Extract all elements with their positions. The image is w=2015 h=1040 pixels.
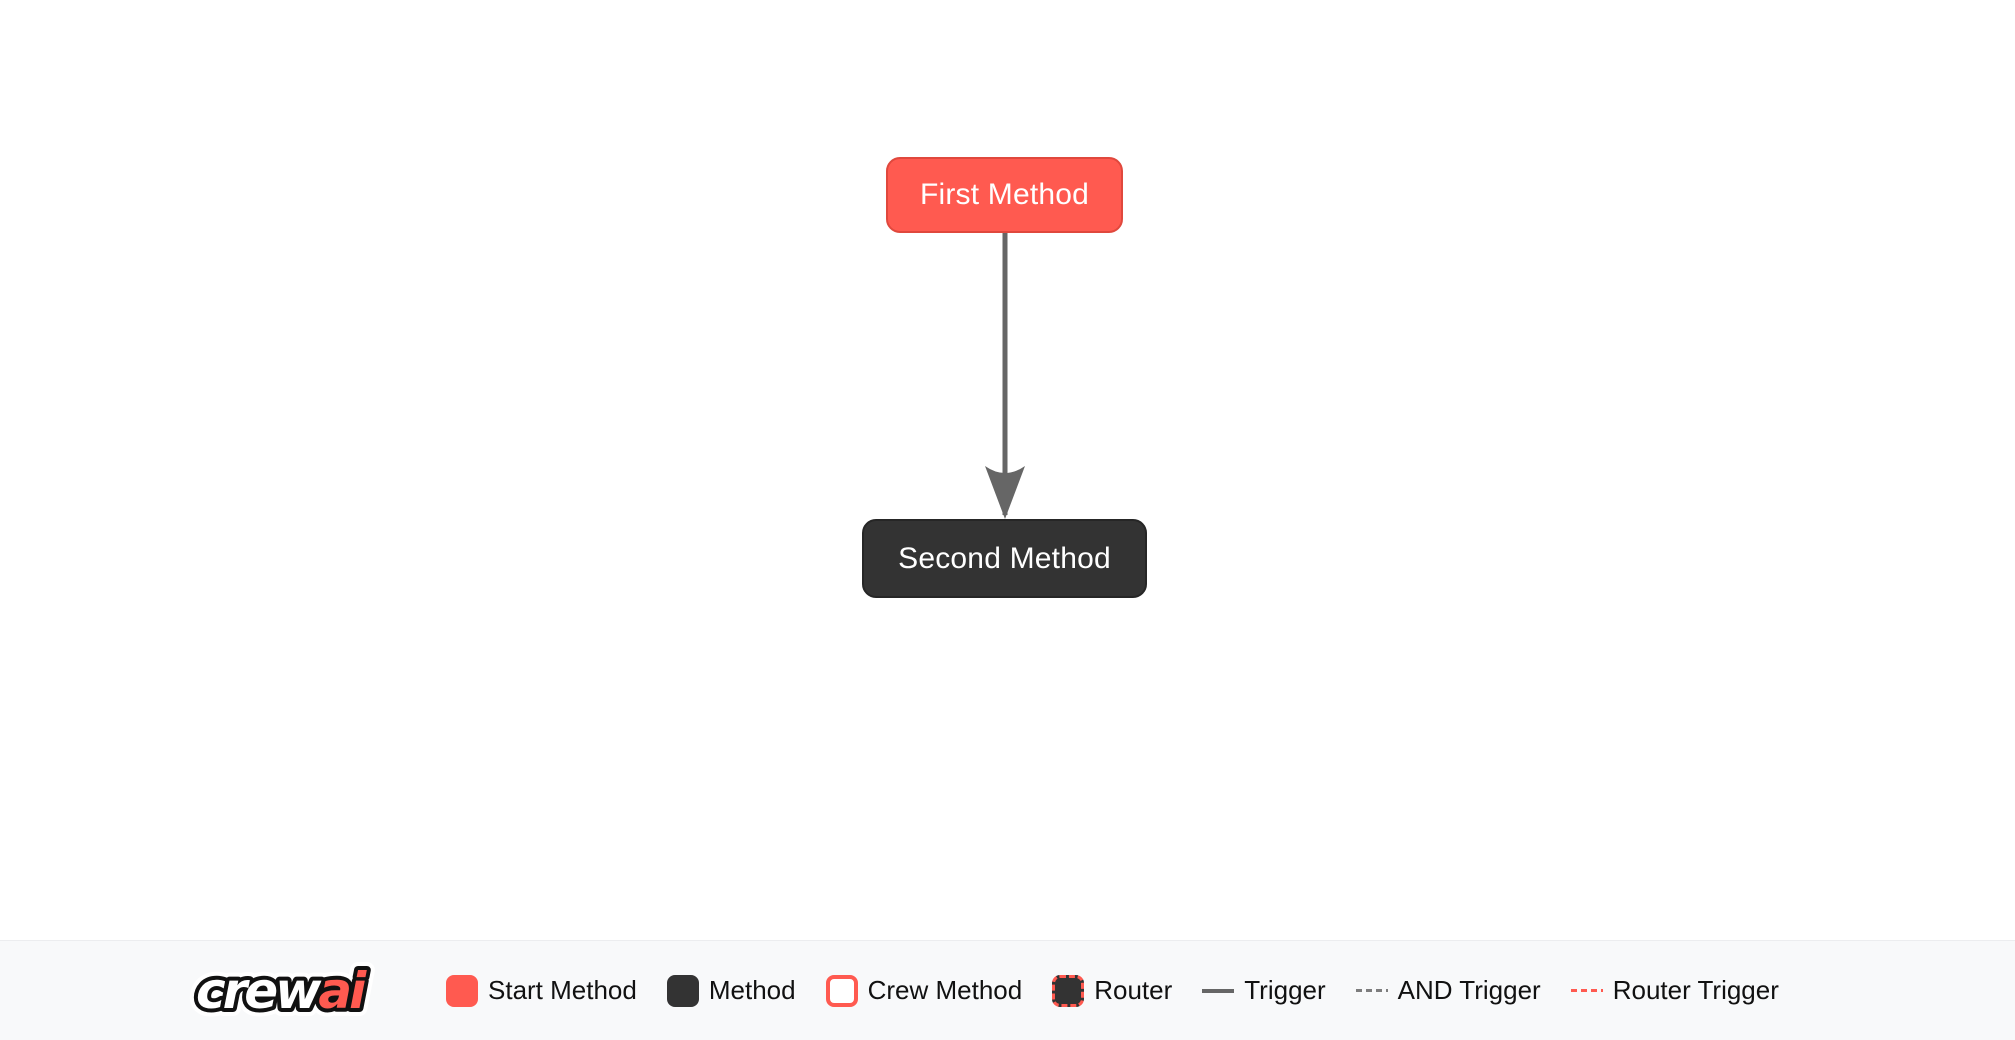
legend-item-crew-method: Crew Method bbox=[825, 974, 1023, 1007]
legend-item-method: Method bbox=[666, 974, 796, 1007]
node-first-method[interactable]: First Method bbox=[886, 157, 1123, 233]
crew-method-swatch-icon bbox=[825, 974, 858, 1007]
node-second-method[interactable]: Second Method bbox=[862, 519, 1147, 598]
method-swatch-icon bbox=[666, 974, 699, 1007]
crewai-logo: crewai crewai bbox=[188, 954, 414, 1028]
trigger-line-icon bbox=[1202, 988, 1235, 993]
and-trigger-line-icon bbox=[1355, 989, 1388, 992]
legend-item-trigger: Trigger bbox=[1202, 975, 1326, 1006]
legend-label: Start Method bbox=[488, 975, 637, 1005]
trigger-arrowhead-icon bbox=[985, 466, 1025, 519]
legend-item-router: Router bbox=[1052, 974, 1173, 1007]
edge-layer bbox=[985, 233, 1025, 519]
svg-text:crewai: crewai bbox=[196, 962, 367, 1020]
legend-item-start-method: Start Method bbox=[446, 974, 637, 1007]
crewai-logo-icon: crewai crewai bbox=[188, 954, 378, 1028]
legend-bar: crewai crewai Start Method Method Crew M… bbox=[0, 940, 2015, 1040]
legend-label: Router Trigger bbox=[1612, 975, 1779, 1005]
router-trigger-line-icon bbox=[1570, 989, 1603, 992]
flow-canvas[interactable]: First Method Second Method bbox=[0, 0, 2015, 940]
svg-text:crewai: crewai bbox=[196, 962, 367, 1020]
legend-label: AND Trigger bbox=[1397, 975, 1541, 1005]
legend-label: Method bbox=[708, 975, 796, 1005]
legend-label: Trigger bbox=[1244, 975, 1326, 1005]
legend-item-and-trigger: AND Trigger bbox=[1355, 975, 1541, 1006]
legend-label: Crew Method bbox=[867, 975, 1023, 1005]
legend-label: Router bbox=[1094, 975, 1173, 1005]
start-method-swatch-icon bbox=[446, 974, 478, 1007]
legend-item-router-trigger: Router Trigger bbox=[1570, 975, 1779, 1006]
router-swatch-icon bbox=[1052, 974, 1085, 1007]
